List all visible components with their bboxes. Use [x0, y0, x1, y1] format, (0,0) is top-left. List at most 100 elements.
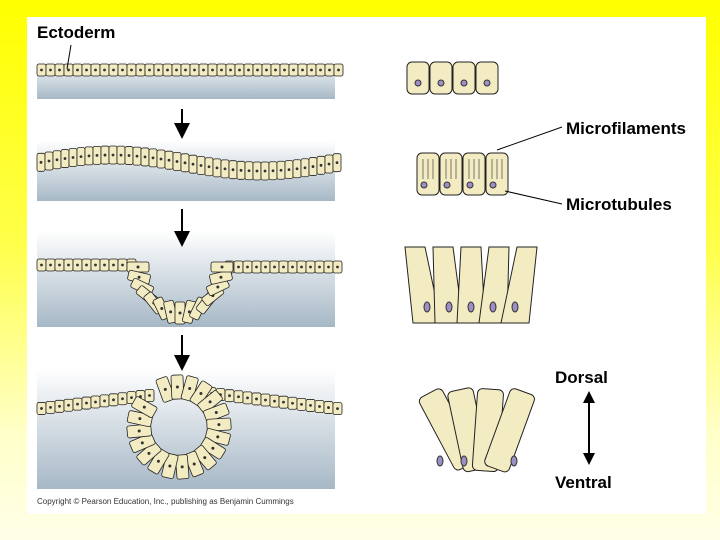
cell-nucleus	[248, 169, 251, 172]
cell-nucleus	[256, 170, 259, 173]
ventral-label: Ventral	[555, 473, 612, 493]
detail-wedge-cells	[418, 387, 536, 473]
cell-nucleus	[274, 69, 277, 72]
cell-nucleus	[237, 266, 240, 269]
cell-nucleus	[301, 69, 304, 72]
cell-nucleus	[94, 401, 97, 404]
cell-nucleus	[141, 441, 144, 444]
cell-nucleus	[336, 266, 339, 269]
cell-nucleus	[188, 387, 191, 390]
cell-nucleus	[328, 163, 331, 166]
cell-nucleus	[312, 165, 315, 168]
cell-nucleus	[120, 154, 123, 157]
cell-nucleus	[94, 69, 97, 72]
cell-nucleus	[103, 264, 106, 267]
microtubules-leader	[505, 191, 562, 204]
cell-nucleus	[208, 165, 211, 168]
cell-nucleus	[72, 156, 75, 159]
cell-nucleus	[328, 69, 331, 72]
cell-nucleus	[337, 69, 340, 72]
cell-nucleus	[318, 405, 321, 408]
cell-nucleus	[320, 164, 323, 167]
cell-nucleus	[128, 154, 131, 157]
cell-nucleus	[40, 264, 43, 267]
cell-nucleus	[246, 396, 249, 399]
cell-nucleus	[103, 400, 106, 403]
cell-nucleus	[336, 407, 339, 410]
cell-nucleus	[49, 406, 52, 409]
cell-nucleus	[209, 400, 212, 403]
cell-nucleus	[176, 160, 179, 163]
cell-nucleus	[121, 69, 124, 72]
cell-nucleus	[282, 266, 285, 269]
stage-3-neural-groove	[37, 231, 342, 327]
cell-nucleus	[211, 447, 214, 450]
diagram-panel: Ectoderm Microfilaments Microtubules Dor…	[27, 17, 706, 514]
cell-nucleus	[160, 158, 163, 161]
cell-nucleus	[147, 452, 150, 455]
cell-nucleus	[246, 266, 249, 269]
cell-nucleus	[446, 302, 452, 312]
cell-nucleus	[272, 169, 275, 172]
cuboidal-cell	[476, 62, 498, 94]
cell-nucleus	[40, 407, 43, 410]
cell-nucleus	[237, 395, 240, 398]
stage-1-flat-ectoderm	[37, 45, 343, 99]
cell-nucleus	[437, 456, 443, 466]
cell-nucleus	[152, 156, 155, 159]
cell-nucleus	[94, 264, 97, 267]
cell-nucleus	[300, 403, 303, 406]
cell-nucleus	[168, 159, 171, 162]
cell-nucleus	[148, 394, 151, 397]
stage-4-neural-tube	[37, 369, 342, 489]
cuboidal-cell	[430, 62, 452, 94]
cell-nucleus	[468, 302, 474, 312]
cell-nucleus	[143, 406, 146, 409]
cell-nucleus	[309, 266, 312, 269]
cell-nucleus	[67, 264, 70, 267]
cell-nucleus	[216, 435, 219, 438]
cell-nucleus	[467, 182, 473, 188]
cell-nucleus	[283, 69, 286, 72]
cell-nucleus	[438, 80, 444, 86]
cell-nucleus	[175, 69, 178, 72]
cell-nucleus	[193, 69, 196, 72]
cell-nucleus	[49, 264, 52, 267]
cell-nucleus	[238, 69, 241, 72]
cell-nucleus	[58, 264, 61, 267]
cell-nucleus	[228, 394, 231, 397]
cell-nucleus	[273, 400, 276, 403]
cell-nucleus	[130, 69, 133, 72]
cell-nucleus	[166, 69, 169, 72]
cell-nucleus	[229, 69, 232, 72]
cell-nucleus	[58, 405, 61, 408]
cell-nucleus	[296, 167, 299, 170]
cell-nucleus	[96, 154, 99, 157]
cell-nucleus	[273, 266, 276, 269]
cell-nucleus	[67, 404, 70, 407]
cell-nucleus	[202, 69, 205, 72]
cell-nucleus	[327, 406, 330, 409]
cell-nucleus	[291, 402, 294, 405]
cell-nucleus	[216, 166, 219, 169]
cell-nucleus	[300, 266, 303, 269]
cell-nucleus	[64, 157, 67, 160]
cell-nucleus	[224, 167, 227, 170]
ectoderm-label: Ectoderm	[37, 23, 115, 43]
cell-nucleus	[240, 169, 243, 172]
cell-nucleus	[319, 69, 322, 72]
cell-nucleus	[203, 456, 206, 459]
detail-cuboidal-cells	[407, 62, 498, 94]
cell-nucleus	[192, 163, 195, 166]
stage-2-neural-plate	[37, 141, 341, 201]
cell-nucleus	[220, 69, 223, 72]
cell-nucleus	[264, 170, 267, 173]
cell-nucleus	[318, 266, 321, 269]
cell-nucleus	[88, 154, 91, 157]
cell-nucleus	[157, 69, 160, 72]
cell-nucleus	[67, 69, 70, 72]
copyright-notice: Copyright © Pearson Education, Inc., pub…	[37, 497, 294, 506]
cell-nucleus	[219, 276, 222, 279]
cell-nucleus	[49, 69, 52, 72]
cell-nucleus	[221, 266, 224, 269]
